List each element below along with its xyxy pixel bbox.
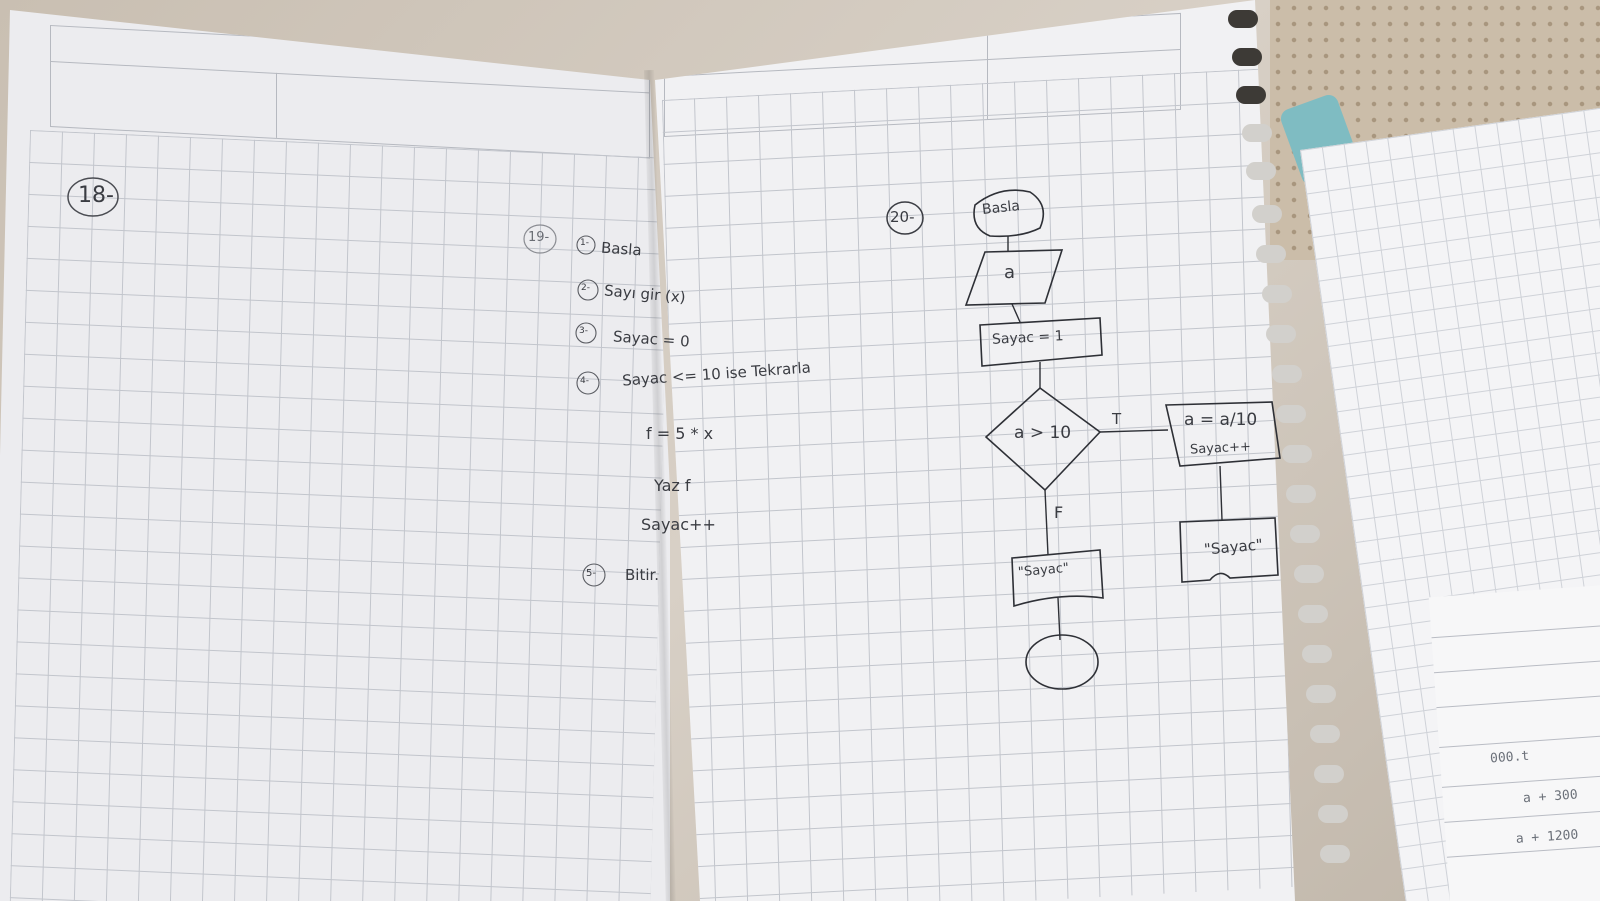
- right-page-grid: [662, 67, 1295, 901]
- step5-num: 5-: [586, 568, 596, 579]
- step4-body-2: Yaz f: [654, 476, 691, 495]
- flow-true-label: T: [1112, 410, 1122, 428]
- step4-num: 4-: [580, 376, 589, 386]
- q20-label: 20-: [890, 208, 915, 226]
- step4-body-3: Sayac++: [641, 515, 716, 534]
- q19-label: 19-: [528, 230, 550, 245]
- flow-input-label: a: [1004, 262, 1016, 283]
- q18-label: 18-: [78, 183, 114, 208]
- step3-num: 3-: [579, 326, 588, 336]
- step1-num: 1-: [580, 238, 589, 248]
- left-page-grid: [9, 130, 671, 901]
- step5-text: Bitir.: [625, 566, 660, 584]
- step2-num: 2-: [581, 283, 590, 293]
- notebook-left-page: [0, 10, 671, 901]
- loose-note-2: a + 300: [1522, 787, 1579, 807]
- loose-note-3: a + 1200: [1515, 827, 1579, 847]
- loose-note-1: 000.t: [1489, 748, 1530, 767]
- flow-process-line1: a = a/10: [1184, 410, 1258, 430]
- flow-false-label: F: [1054, 503, 1064, 522]
- step1-text: Basla: [600, 238, 643, 260]
- step4-body-1: f = 5 * x: [646, 424, 714, 443]
- flow-decision-label: a > 10: [1014, 423, 1072, 443]
- flow-process-line2: Sayac++: [1189, 439, 1252, 458]
- loose-lined-paper: 000.t a + 300 a + 1200: [1428, 583, 1600, 901]
